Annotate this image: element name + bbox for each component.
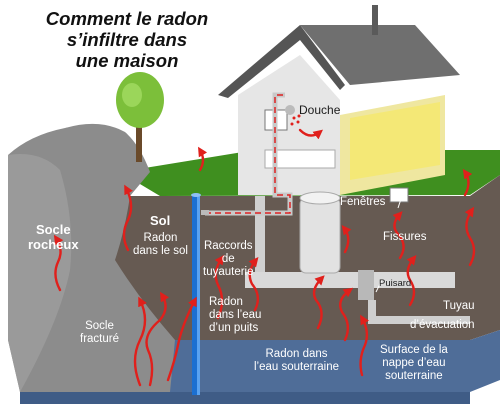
label-sol: Sol <box>150 213 171 228</box>
groundwater-layer-lower <box>20 392 470 404</box>
label-socle-fracture: Socle fracturé <box>80 320 119 345</box>
well-pipe <box>192 195 200 395</box>
label-raccords: Raccords de tuyauterie <box>203 240 254 278</box>
label-fissures: Fissures <box>383 231 427 243</box>
label-radon-puits: Radon dans l’eau d’un puits <box>209 296 262 334</box>
label-fenetres: Fenêtres <box>340 196 386 208</box>
tree-trunk <box>136 120 142 162</box>
label-socle-rocheux: Socle rocheux <box>28 222 79 252</box>
label-radon-sol: Radon dans le sol <box>133 232 188 257</box>
sump-pit <box>358 270 374 300</box>
drain-pipe <box>368 300 470 324</box>
basement-floor <box>245 272 455 288</box>
label-puisard: Puisard <box>379 278 412 289</box>
diagram-title: Comment le radon s’infiltre dans une mai… <box>32 8 222 71</box>
chimney <box>372 5 378 35</box>
title-line-1: Comment le radon <box>45 8 209 29</box>
label-tuyau: Tuyau d’évacuation <box>410 300 475 331</box>
title-line-2: s’infiltre dans <box>66 29 188 50</box>
label-radon-souterraine: Radon dans l’eau souterraine <box>254 348 340 373</box>
house-roof <box>218 25 460 95</box>
water-tank <box>299 197 341 274</box>
lit-room <box>350 102 440 180</box>
title-line-3: une maison <box>75 50 179 71</box>
bathtub <box>264 149 336 169</box>
bedrock-shadow <box>8 154 72 392</box>
basement-window <box>389 187 409 203</box>
radon-arrows <box>53 128 476 387</box>
shower-head <box>285 105 301 126</box>
label-nappe: Surface de la nappe d’eau souterraine <box>380 344 448 382</box>
label-douche: Douche <box>299 103 341 117</box>
